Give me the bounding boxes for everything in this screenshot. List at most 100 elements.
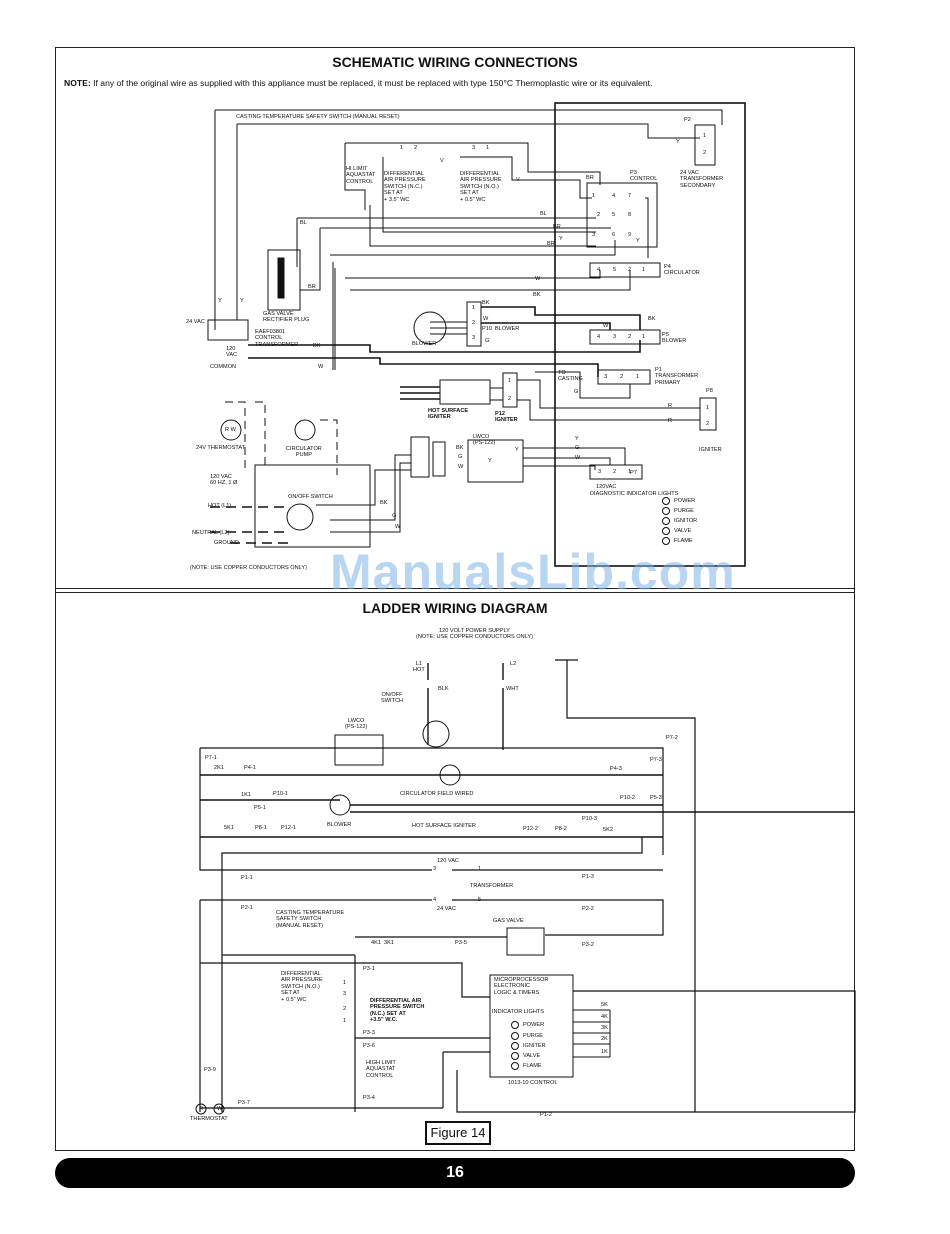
p8-pin: 1 [706, 405, 710, 411]
p7-1-label: P7-1 [205, 755, 217, 761]
wire-code: R [668, 403, 673, 409]
terminal-block [410, 436, 430, 478]
control-box-outline [554, 102, 746, 567]
circulator-pump-symbol [294, 419, 316, 441]
wire [316, 454, 411, 533]
wire [330, 240, 616, 256]
p7-pin: 3 [598, 469, 602, 475]
dps-pin: 2 [343, 1006, 347, 1012]
p12-pin: 1 [508, 378, 512, 384]
circulator-label: CIRCULATOR FIELD WIRED [400, 791, 474, 797]
p12-2-label: P12-2 [523, 826, 538, 832]
p8-connector [699, 397, 717, 431]
wire [345, 270, 631, 291]
relay-2k: 2K [601, 1036, 608, 1042]
relay-5k: 5K [601, 1002, 608, 1008]
pump-wire [320, 419, 338, 475]
p5-pin: 4 [597, 334, 601, 340]
p10-3-label: P10-3 [582, 816, 597, 822]
wire-code: Y [218, 298, 222, 304]
wire-code: BR [547, 241, 555, 247]
p7-pin: 1 [628, 469, 632, 475]
transformer-pin: 4 [433, 897, 437, 903]
wire-code: Y [240, 298, 244, 304]
p3-9-label: P3-9 [204, 1067, 216, 1073]
section-divider [55, 592, 855, 593]
indicator-purge: PURGE [523, 1033, 543, 1039]
gas-valve-box [506, 927, 545, 956]
note-text: If any of the original wire as supplied … [90, 78, 653, 88]
p1-pin: 2 [620, 374, 624, 380]
wire-code: Y [488, 458, 492, 464]
relay-1k: 1K [601, 1049, 608, 1055]
120vac-label: 120 VAC [226, 346, 238, 359]
diag-light-purge: PURGE [674, 508, 694, 514]
diag-light-flame: FLAME [674, 538, 693, 544]
gas-valve-label: GAS VALVE [493, 918, 524, 924]
wire-code: W [603, 323, 609, 329]
p3-pin: 1 [592, 193, 596, 199]
p3-2-label: P3-2 [582, 942, 594, 948]
thermostat-w-label: W [217, 1106, 223, 1112]
hot-surface-igniter [439, 379, 491, 405]
wire [345, 142, 601, 185]
p3-7-label: P3-7 [238, 1100, 250, 1106]
p7-120vac-label: 120VAC [596, 484, 617, 490]
p5-pin: 2 [628, 334, 632, 340]
p7-label: P7 [630, 470, 637, 476]
wire-code: BK [313, 343, 321, 349]
wire [300, 227, 611, 291]
thermostat-symbol [220, 419, 242, 441]
p10-pin: 1 [472, 305, 476, 311]
wire-code: W [458, 464, 464, 470]
p10-pin: 3 [472, 335, 476, 341]
wire [573, 990, 856, 1113]
indicator-igniter: IGNITER [523, 1043, 546, 1049]
lwco-connector [432, 441, 446, 477]
p12-1-label: P12-1 [281, 825, 296, 831]
p2-2-label: P2-2 [582, 906, 594, 912]
ladder-wires [195, 497, 856, 1115]
dps-pin: 1 [343, 1018, 347, 1024]
wire [430, 321, 467, 335]
dps-pin: 1 [486, 145, 490, 151]
igniter-label: HOT SURFACE IGNITER [412, 823, 476, 829]
supply-wires [210, 506, 290, 544]
relay-4k: 4K [601, 1014, 608, 1020]
wire-code: BL [540, 211, 547, 217]
p3-pin: 5 [612, 212, 616, 218]
wire [481, 306, 641, 330]
24vac-label: 24 VAC [186, 319, 205, 325]
p3-pin: 9 [628, 232, 632, 238]
power-junction-box [254, 464, 371, 548]
p10-connector [466, 301, 482, 347]
24vac-label: 24 VAC [437, 906, 456, 912]
p3-3-label: P3-3 [363, 1030, 375, 1036]
120vac-label: 120 VAC [437, 858, 459, 864]
p3-5-label: P3-5 [455, 940, 467, 946]
p4-pin: 5 [613, 267, 617, 273]
p4-3-label: P4-3 [610, 766, 622, 772]
p5-pin: 3 [613, 334, 617, 340]
wire [369, 205, 596, 247]
diag-lights-label: DIAGNOSTIC INDICATOR LIGHTS [590, 491, 679, 497]
high-limit-label: HIGH LIMIT AQUASTAT CONTROL [366, 1060, 396, 1079]
watermark: ManualsLib.com [330, 544, 736, 600]
onoff-label: ON/OFF SWITCH [288, 494, 333, 500]
l1-label: L1 HOT [413, 661, 425, 674]
2k1-label: 2K1 [214, 765, 224, 771]
p12-igniter-label: P12 IGNITER [495, 411, 518, 424]
p1-transformer-label: P1 TRANSFORMER PRIMARY [655, 367, 699, 386]
hi-limit-label: HI LIMIT AQUASTAT CONTROL [346, 166, 376, 185]
5k1-label: 5K1 [224, 825, 234, 831]
blower-label: BLOWER [412, 341, 437, 347]
wire-code: W [483, 316, 489, 322]
control-label: 1013-10 CONTROL [508, 1080, 558, 1086]
diag-lamps [662, 497, 670, 545]
wire-code: BR [586, 175, 594, 181]
onoff-label: ON/OFF SWITCH [381, 692, 404, 705]
blower-symbol [329, 794, 351, 816]
p10-blower-label: P10 BLOWER [482, 326, 520, 332]
wire [222, 936, 507, 956]
l2-label: L2 [510, 661, 517, 667]
